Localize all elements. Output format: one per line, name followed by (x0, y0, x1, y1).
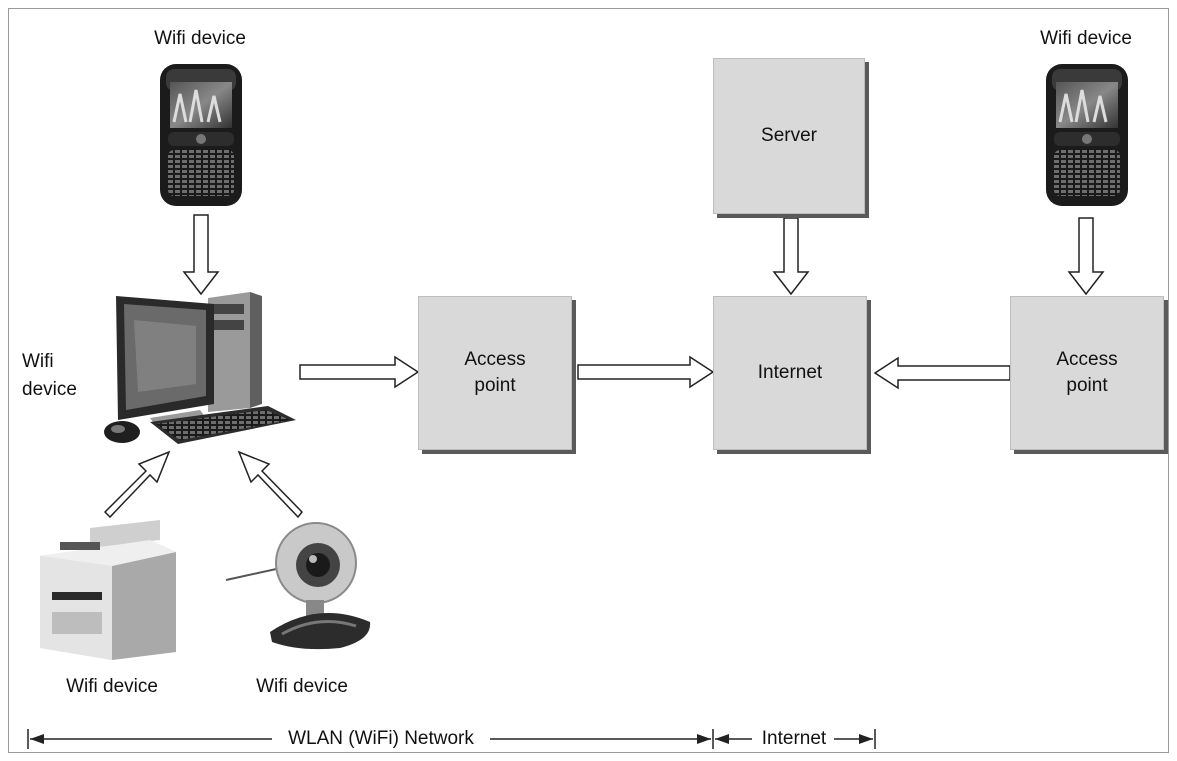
access-point-box-right: Access point (1010, 296, 1164, 450)
wifi-device-label-printer: Wifi device (66, 676, 158, 697)
network-scale-bar (27, 729, 876, 749)
arrow-computer-to-access-point (299, 355, 420, 389)
internet-box: Internet (713, 296, 867, 450)
arrow-webcam-to-computer (237, 450, 303, 519)
internet-scope-label: Internet (761, 728, 827, 749)
arrow-access-point-to-internet (577, 355, 715, 389)
arrow-phone-to-computer (182, 214, 220, 296)
smartphone-icon (1046, 64, 1128, 206)
wifi-device-label-top-right: Wifi device (1040, 28, 1132, 49)
webcam-icon (225, 522, 371, 650)
arrow-phone-to-access-point (1067, 217, 1105, 296)
wifi-device-label-top-left: Wifi device (154, 28, 246, 49)
wifi-device-label-webcam: Wifi device (256, 676, 348, 697)
arrow-printer-to-computer (103, 450, 171, 519)
server-box: Server (713, 58, 865, 214)
smartphone-icon (160, 64, 242, 206)
printer-icon (40, 520, 176, 660)
arrow-access-point-right-to-internet (873, 356, 1011, 390)
wlan-network-label: WLAN (WiFi) Network (288, 728, 474, 749)
desktop-computer-icon (104, 292, 296, 444)
wifi-device-label-computer: Wifi device (22, 351, 77, 400)
access-point-box-left: Access point (418, 296, 572, 450)
arrow-server-to-internet (772, 217, 810, 296)
